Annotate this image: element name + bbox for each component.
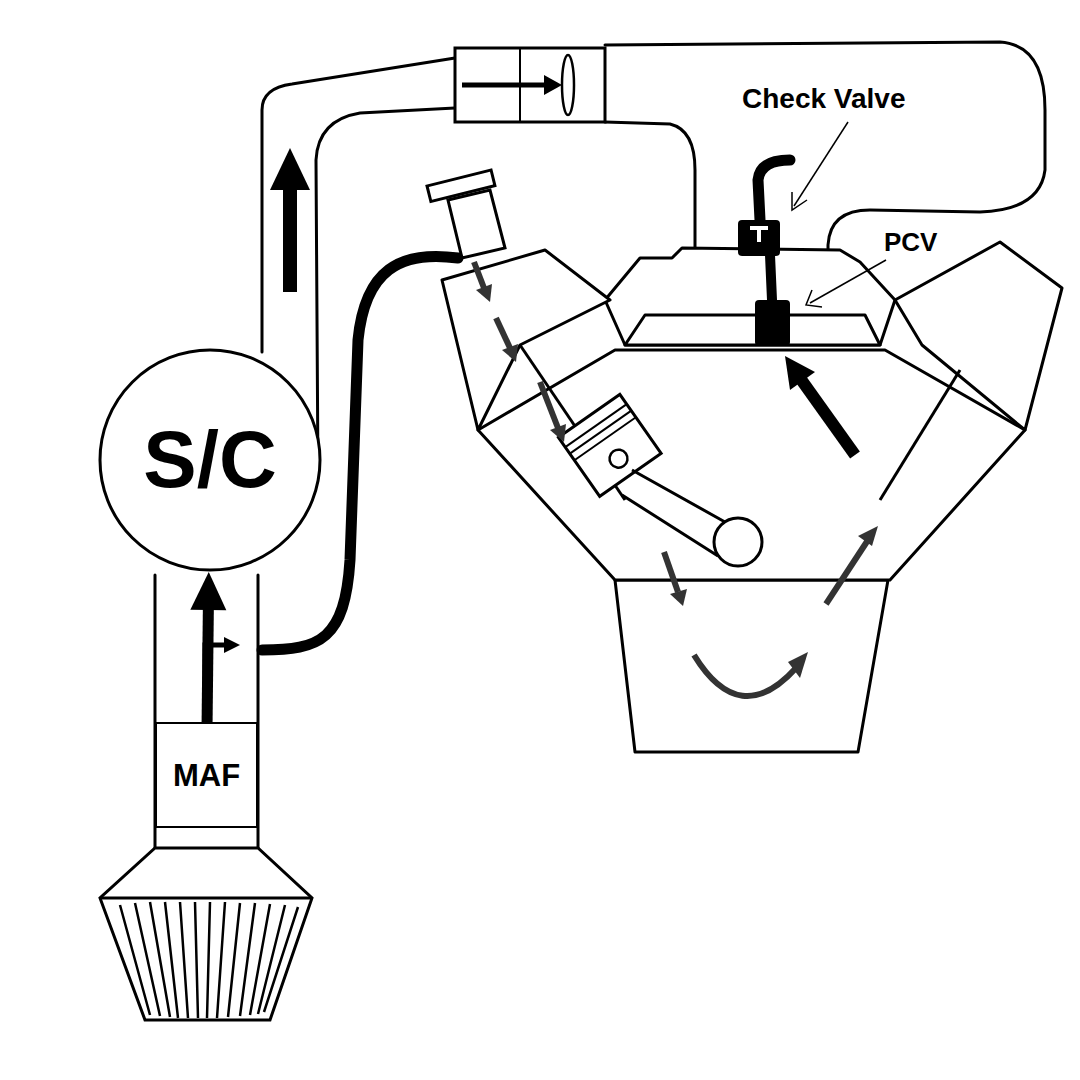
- engine-oil-arrowheads: [476, 284, 878, 678]
- leader-lines: [792, 122, 886, 307]
- callout-label: Check Valve: [740, 84, 907, 114]
- pcv-check-valve: [738, 220, 790, 346]
- airflow-line: [207, 602, 208, 722]
- arrowhead: [190, 572, 226, 610]
- air-filter: [100, 848, 312, 1020]
- pcv-arrow: [785, 356, 855, 455]
- hoses: [262, 160, 790, 650]
- node-label: S/C: [143, 420, 276, 500]
- node-label: MAF: [173, 760, 240, 791]
- oil-filler: [427, 170, 505, 258]
- supercharger-circle: S/C: [98, 348, 322, 572]
- engine-oil-arrows: [474, 262, 868, 696]
- engine-block: [442, 242, 1062, 752]
- piston-rod: [558, 394, 762, 566]
- callout-label: PCV: [882, 228, 939, 256]
- maf-sensor-box: MAF: [155, 722, 258, 828]
- throttle-body: [455, 48, 605, 122]
- airflow-arrow: [190, 572, 226, 722]
